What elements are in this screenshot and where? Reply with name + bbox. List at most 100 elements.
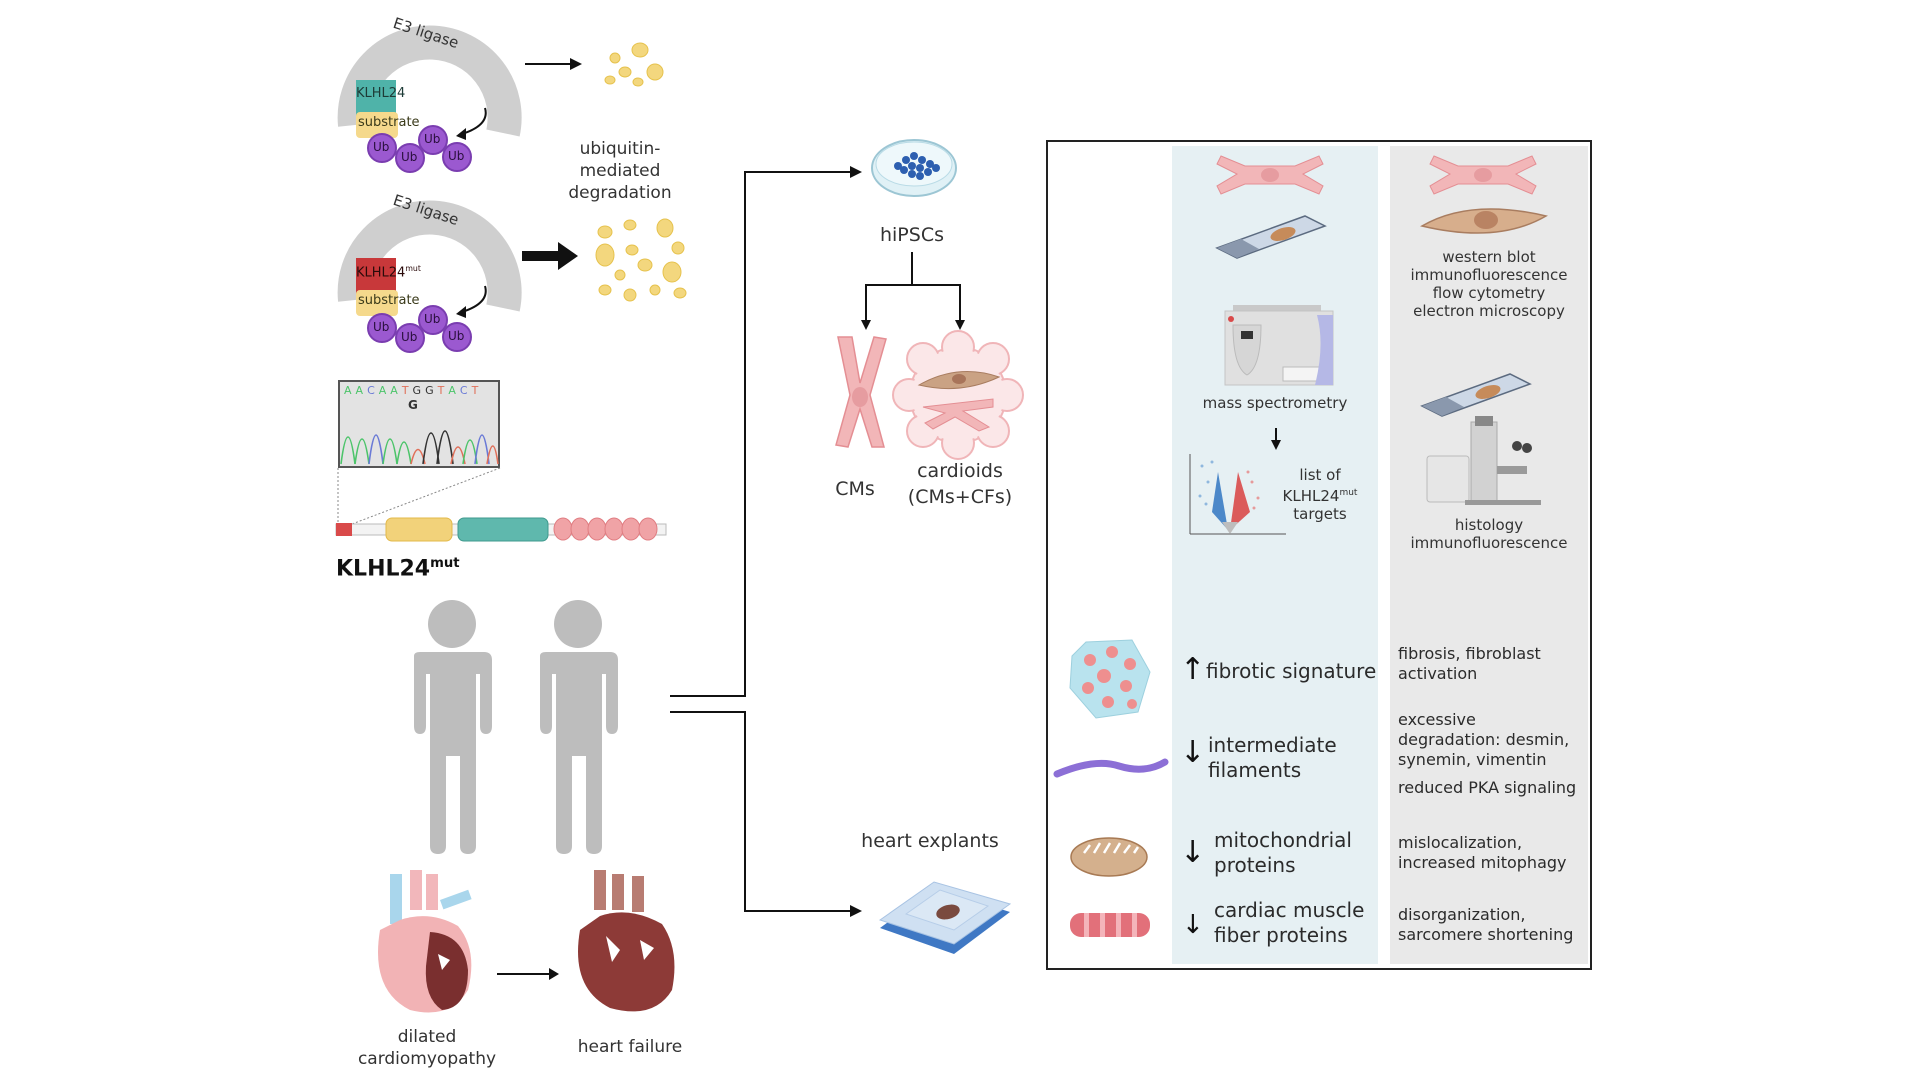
sequence-bases: A A C A A T G G T A C T (344, 384, 479, 397)
mut-sup: mut (405, 264, 421, 273)
ub-label: Ub (401, 150, 418, 164)
desc-line: sarcomere shortening (1398, 925, 1574, 944)
desc-line: fibrosis, fibroblast (1398, 644, 1541, 663)
cms-label: CMs (835, 478, 875, 500)
cardioids-sublabel: (CMs+CFs) (907, 486, 1013, 508)
cardioid-tissue-icon (1069, 639, 1151, 719)
ub-label: Ub (448, 149, 465, 163)
finding-description: mislocalization, increased mitophagy (1398, 833, 1567, 873)
patients-icon (414, 600, 618, 854)
ub-label: Ub (373, 140, 390, 154)
base: G (425, 384, 435, 397)
substrate-label-mut: substrate (358, 293, 420, 308)
arrow-down-icon: ↓ (1180, 735, 1206, 770)
petri-dish-icon (871, 139, 957, 197)
arrow-down-icon (1271, 428, 1281, 450)
base: T (401, 384, 410, 397)
degradation-label: ubiquitin-mediated degradation (568, 139, 672, 203)
desc-line: activation (1398, 664, 1478, 683)
histology-methods-list: histology immunofluorescence (1392, 516, 1586, 552)
filament-icon (1053, 758, 1169, 778)
klhl24-label-wt: KLHL24 (356, 86, 406, 101)
finding-line: intermediate (1208, 733, 1337, 757)
arrow-up-icon: ↑ (1180, 652, 1206, 687)
method-item: immunofluorescence (1410, 534, 1568, 552)
base: A (344, 384, 353, 397)
desc-line: reduced PKA signaling (1398, 778, 1577, 797)
base: A (390, 384, 399, 397)
dilated-cardiomyopathy-label: dilated cardiomyopathy (357, 1027, 497, 1069)
targets-sup: mut (1339, 488, 1358, 498)
klhl24-mut-label: KLHL24mut (356, 264, 421, 280)
klhl24-gene-domain-icon (335, 517, 667, 542)
method-item: western blot (1442, 248, 1536, 266)
cardiomyocyte-icon (1216, 155, 1324, 195)
klhl24-mut-text: KLHL24 (356, 265, 406, 281)
desc-line: degradation: desmin, (1398, 730, 1570, 749)
volcano-plot-icon (1189, 454, 1286, 535)
ub-label: Ub (424, 132, 441, 146)
arrow-icon (497, 968, 559, 980)
base: A (448, 384, 457, 397)
finding-line: cardiac muscle (1214, 898, 1365, 922)
cardiomyocyte-icon (835, 336, 887, 448)
arrow-down-icon: ↓ (1180, 835, 1206, 870)
finding-line: proteins (1214, 853, 1296, 877)
explant-findings-column (1390, 146, 1588, 964)
finding-line: fiber proteins (1214, 923, 1348, 947)
finding-line: filaments (1208, 758, 1302, 782)
hipsc-findings-column (1172, 146, 1378, 964)
finding-description: fibrosis, fibroblast activation (1398, 644, 1541, 684)
desc-line: disorganization, (1398, 905, 1526, 924)
mitochondrion-icon (1070, 837, 1148, 877)
finding-description: excessive degradation: desmin, synemin, … (1398, 710, 1576, 798)
targets-line-3: targets (1293, 505, 1347, 523)
method-item: immunofluorescence (1410, 266, 1568, 284)
mass-spec-label: mass spectrometry (1202, 394, 1348, 412)
method-item: flow cytometry (1432, 284, 1546, 302)
finding-label: intermediate filaments (1208, 733, 1337, 783)
finding-line: mitochondrial (1214, 828, 1352, 852)
cardioid-icon (892, 330, 1024, 460)
gene-sup: mut (430, 556, 460, 571)
microscope-slide-icon (1420, 373, 1532, 417)
cardioids-label: cardioids (917, 460, 1003, 482)
heart-failure-label: heart failure (577, 1037, 683, 1057)
mass-spectrometer-icon (1224, 305, 1334, 386)
desc-line: increased mitophagy (1398, 853, 1567, 872)
finding-description: disorganization, sarcomere shortening (1398, 905, 1573, 945)
base: C (459, 384, 469, 397)
heart-explants-label: heart explants (861, 830, 999, 852)
base: G (412, 384, 423, 397)
substrate-label-wt: substrate (358, 115, 420, 130)
gene-name-label: KLHL24mut (336, 556, 460, 581)
targets-line-2: KLHL24mut (1280, 484, 1360, 505)
microscope-slide-icon (1215, 215, 1327, 259)
ub-label: Ub (401, 330, 418, 344)
targets-label: list of KLHL24mut targets (1280, 466, 1360, 523)
chromatogram-peaks (340, 430, 499, 465)
failing-heart-icon (578, 870, 675, 1012)
method-item: electron microscopy (1413, 302, 1565, 320)
tissue-slide-explant-icon (878, 881, 1012, 954)
method-item: histology (1454, 516, 1524, 534)
targets-gene: KLHL24 (1282, 487, 1340, 505)
ub-label: Ub (448, 329, 465, 343)
hipsc-label: hiPSCs (879, 224, 944, 246)
desc-line: mislocalization, (1398, 833, 1523, 852)
targets-line-1: list of (1299, 466, 1341, 484)
validation-methods-list: western blot immunofluorescence flow cyt… (1392, 248, 1586, 320)
variant-base: G (408, 398, 418, 412)
base: T (437, 384, 446, 397)
fibroblast-icon (1419, 208, 1549, 234)
arrow-down-icon: ↓ (1182, 910, 1204, 940)
desc-line: excessive (1398, 710, 1476, 729)
gene-name: KLHL24 (336, 556, 431, 582)
dilated-heart-icon (378, 870, 472, 1013)
base: C (367, 384, 376, 397)
microscope-icon (1426, 416, 1541, 505)
finding-label: mitochondrial proteins (1214, 828, 1352, 878)
